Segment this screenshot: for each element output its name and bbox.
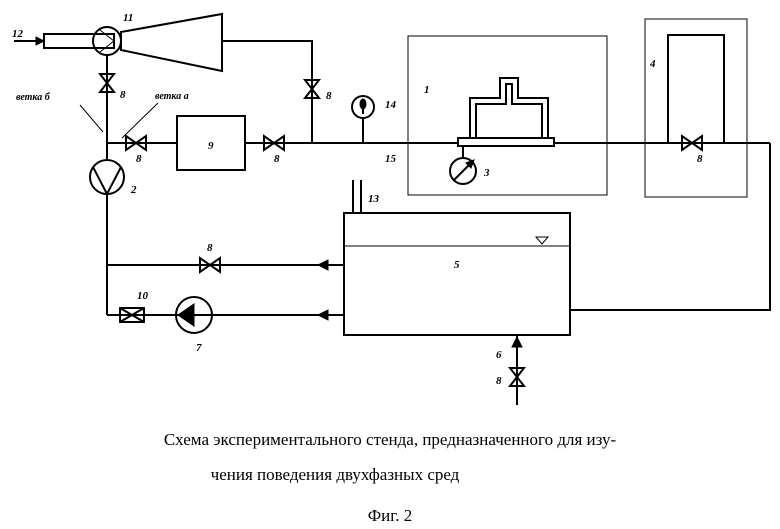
caption-line-1: Схема экспериментального стенда, предназ… (0, 430, 780, 450)
label-8-a: 8 (120, 89, 126, 101)
label-13: 13 (368, 193, 380, 205)
label-3: 3 (483, 167, 490, 179)
vent-pipe-13 (353, 180, 361, 213)
leader-vetka-b (80, 105, 103, 132)
tank-5 (344, 213, 570, 335)
label-7: 7 (196, 342, 202, 354)
return-pipe-right (570, 143, 770, 310)
figure-label: Фиг. 2 (0, 506, 780, 526)
label-2: 2 (130, 184, 137, 196)
label-8-e: 8 (697, 153, 703, 165)
flow-arrow-bottom (318, 310, 328, 320)
label-14: 14 (385, 99, 397, 111)
label-9: 9 (208, 140, 214, 152)
drain-arrow (512, 337, 522, 347)
label-1: 1 (424, 84, 430, 96)
label-15: 15 (385, 153, 397, 165)
label-vetka-a: ветка а (155, 91, 189, 102)
label-6: 6 (496, 349, 502, 361)
chamber-1 (408, 36, 607, 195)
pump-2 (90, 160, 124, 194)
label-11: 11 (123, 12, 133, 24)
label-10: 10 (137, 290, 149, 302)
gauge-14 (352, 96, 374, 143)
label-5: 5 (454, 259, 460, 271)
label-12: 12 (12, 28, 24, 40)
diffuser-return-pipe (222, 41, 312, 143)
label-8-d: 8 (274, 153, 280, 165)
manometer-3 (450, 146, 476, 184)
test-stand-schematic: 12 11 8 8 ветка б ветка а 8 9 8 14 15 1 … (0, 0, 780, 420)
label-8-c: 8 (136, 153, 142, 165)
label-4: 4 (649, 58, 656, 70)
leader-vetka-a (122, 103, 158, 138)
label-8-g: 8 (496, 375, 502, 387)
caption-line-2: чения поведения двухфазных сред (40, 465, 630, 485)
tower-4 (668, 35, 724, 143)
chamber-4 (645, 19, 747, 197)
label-8-f: 8 (207, 242, 213, 254)
test-section (458, 78, 554, 146)
label-8-b: 8 (326, 90, 332, 102)
flow-arrow-suction (318, 260, 328, 270)
level-mark (536, 237, 548, 244)
label-vetka-b: ветка б (16, 92, 51, 103)
